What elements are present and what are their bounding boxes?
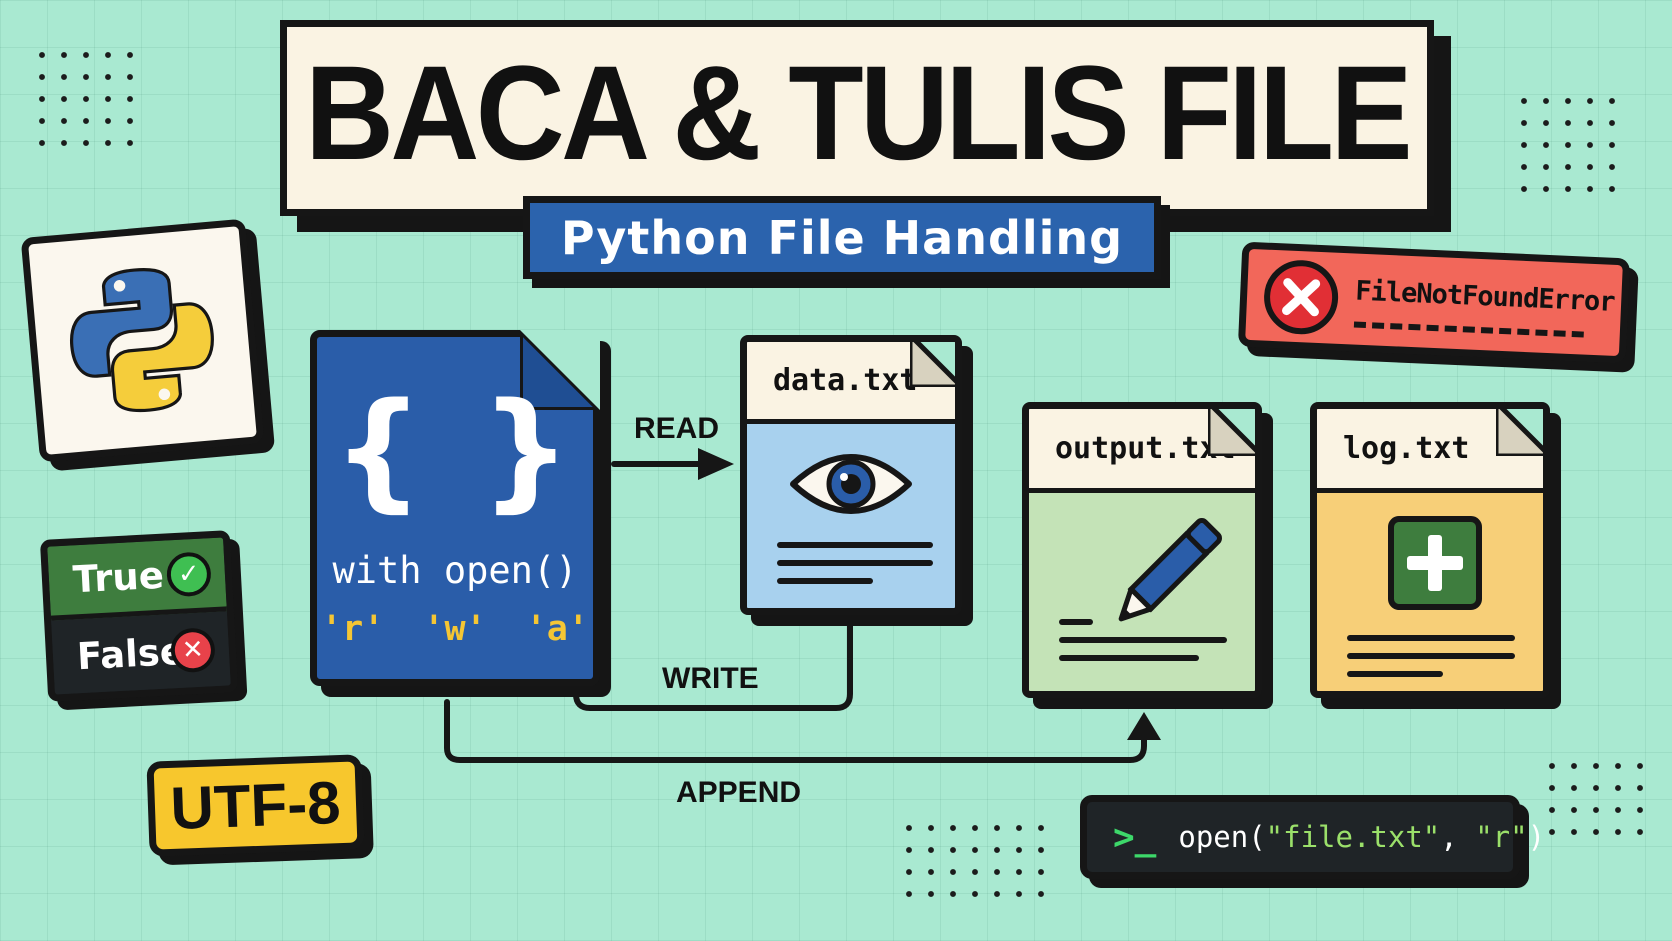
true-row: True ✓: [47, 537, 227, 621]
false-row: False ✕: [51, 611, 231, 695]
terminal-snippet: >_ open("file.txt", "r"): [1080, 795, 1545, 879]
read-file-card: data.txt: [740, 335, 962, 615]
file-corner-fold: [1496, 409, 1543, 456]
error-dash-line: [1353, 321, 1584, 338]
page-title: BACA & TULIS FILE: [305, 39, 1413, 188]
read-file-name: data.txt: [747, 342, 955, 424]
text-line: [1347, 671, 1443, 677]
cmd-arg-mode: "r": [1475, 820, 1528, 854]
text-line: [1059, 619, 1093, 625]
dot-grid-top-right: [1513, 90, 1623, 200]
cmd-arg-filename: "file.txt": [1265, 820, 1441, 854]
terminal-prompt-icon: >_: [1113, 816, 1157, 858]
dot-grid-bottom-center: [898, 817, 1052, 905]
terminal-command: open("file.txt", "r"): [1178, 820, 1545, 854]
write-arrow-line: [573, 623, 853, 711]
write-file-card: output.txt: [1022, 402, 1262, 698]
check-icon: ✓: [165, 550, 212, 597]
append-arrow-line: [444, 699, 1147, 763]
file-corner-fold: [520, 330, 600, 410]
braces-symbol: { }: [332, 376, 578, 525]
text-line: [1059, 637, 1227, 643]
text-line: [777, 578, 873, 584]
true-label: True: [71, 553, 165, 602]
title-banner: BACA & TULIS FILE: [280, 20, 1434, 216]
file-corner-fold: [1208, 409, 1255, 456]
boolean-badge: True ✓ False ✕: [39, 530, 239, 702]
cmd-separator: ,: [1440, 820, 1476, 854]
with-open-label: with open(): [332, 549, 578, 592]
pencil-icon: [1118, 518, 1222, 622]
text-line: [1347, 653, 1515, 659]
file-corner-fold: [910, 342, 955, 387]
python-logo-icon: [69, 268, 214, 413]
append-label: APPEND: [676, 776, 802, 809]
text-line: [777, 542, 933, 548]
write-label: WRITE: [662, 662, 759, 695]
plus-icon: [1388, 516, 1482, 610]
file-modes-label: 'r' 'w' 'a': [321, 609, 589, 649]
eye-icon: [790, 454, 912, 514]
read-label: READ: [634, 412, 720, 445]
python-logo-card: [20, 218, 265, 463]
cmd-prefix: open(: [1178, 820, 1266, 854]
read-arrow-head: [698, 448, 734, 480]
append-file-card: log.txt: [1310, 402, 1550, 698]
text-line: [777, 560, 933, 566]
x-circle-icon: [1264, 260, 1339, 335]
false-label: False: [75, 629, 186, 678]
text-line: [1347, 635, 1515, 641]
dot-grid-bottom-right: [1541, 755, 1651, 843]
text-line: [1059, 655, 1199, 661]
subtitle-banner: Python File Handling: [523, 196, 1161, 279]
append-arrow-head: [1127, 712, 1161, 740]
dot-grid-top-left: [31, 44, 141, 154]
cmd-suffix: ): [1527, 820, 1546, 854]
code-file-card: { } with open() 'r' 'w' 'a': [310, 330, 600, 686]
error-name: FileNotFoundError: [1354, 275, 1616, 318]
error-badge: FileNotFoundError: [1237, 241, 1631, 364]
encoding-badge: UTF-8: [146, 754, 365, 857]
